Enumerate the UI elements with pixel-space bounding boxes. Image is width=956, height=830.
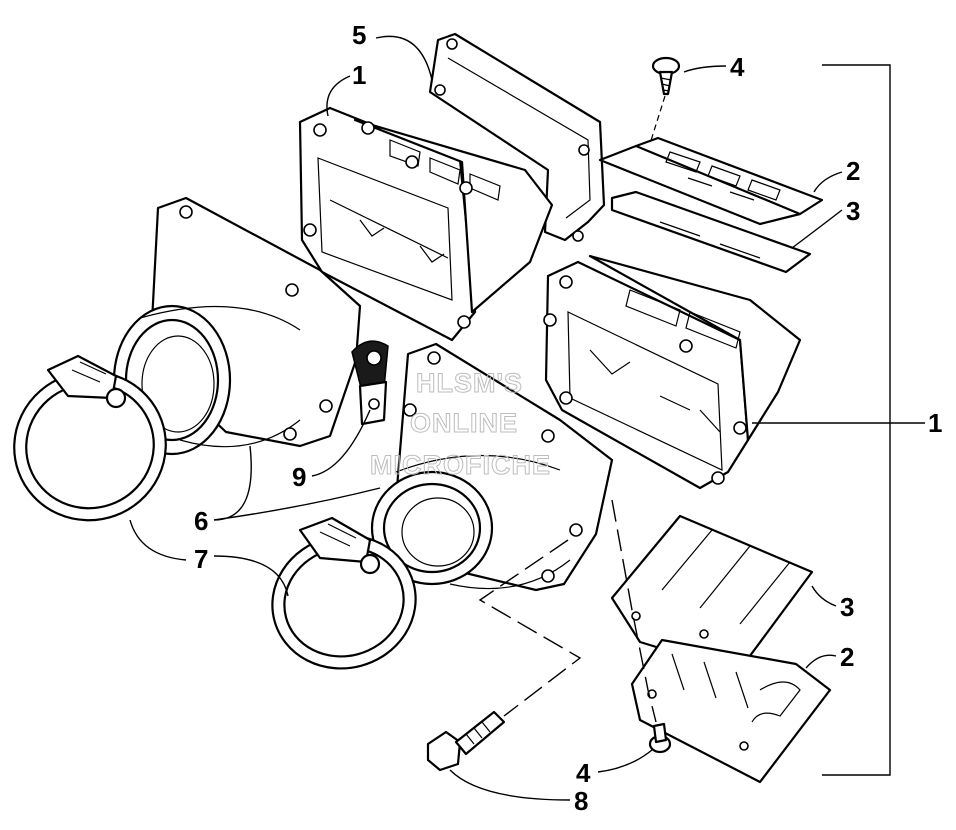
callout-2-top: 2 <box>846 156 860 186</box>
reed-cage-right <box>543 254 802 490</box>
leader-8 <box>449 769 571 801</box>
leader-3-top <box>791 209 843 249</box>
leader-4-top <box>683 65 727 73</box>
leader-5 <box>375 35 433 81</box>
reed-petal-top <box>610 190 812 274</box>
leader-2-top <box>813 171 843 193</box>
reed-stop-bottom <box>630 638 832 784</box>
watermark-line-2: ONLINE <box>410 408 518 438</box>
gasket <box>428 32 606 242</box>
reed-alignment-line <box>611 499 657 723</box>
leader-4-bottom <box>597 749 653 773</box>
callout-3-top: 3 <box>846 196 860 226</box>
screw-top <box>647 56 681 151</box>
callout-1-top: 1 <box>352 60 366 90</box>
assembly-bracket <box>822 64 891 776</box>
leader-7 <box>129 519 289 597</box>
watermark-line-3: MICROFICHE <box>370 450 551 480</box>
callout-4-bottom: 4 <box>576 758 591 788</box>
intake-boot-right <box>370 342 614 592</box>
bolt-alignment-line <box>478 539 582 717</box>
leader-2-bottom <box>805 654 837 669</box>
callout-5: 5 <box>352 20 366 50</box>
leader-6 <box>213 445 381 521</box>
callout-2-bottom: 2 <box>840 642 854 672</box>
screw-bottom <box>648 722 672 754</box>
callout-6: 6 <box>194 506 208 536</box>
callout-8: 8 <box>574 786 588 816</box>
reed-petal-bottom <box>610 514 814 674</box>
callout-1-right: 1 <box>928 408 942 438</box>
callout-4-top: 4 <box>730 52 745 82</box>
cable-clip <box>351 340 389 426</box>
callout-9: 9 <box>292 462 306 492</box>
reed-cage-upper <box>298 106 554 342</box>
callout-7: 7 <box>194 544 208 574</box>
clamp-left <box>13 354 167 522</box>
bolt <box>426 710 506 772</box>
clamp-right <box>271 516 417 670</box>
reed-stop-top <box>598 136 824 226</box>
callout-3-bottom: 3 <box>840 592 854 622</box>
leader-1-top <box>326 75 351 117</box>
leader-9 <box>311 409 371 477</box>
leader-3-bottom <box>811 585 837 607</box>
watermark-line-1: HLSM'S <box>416 368 523 398</box>
